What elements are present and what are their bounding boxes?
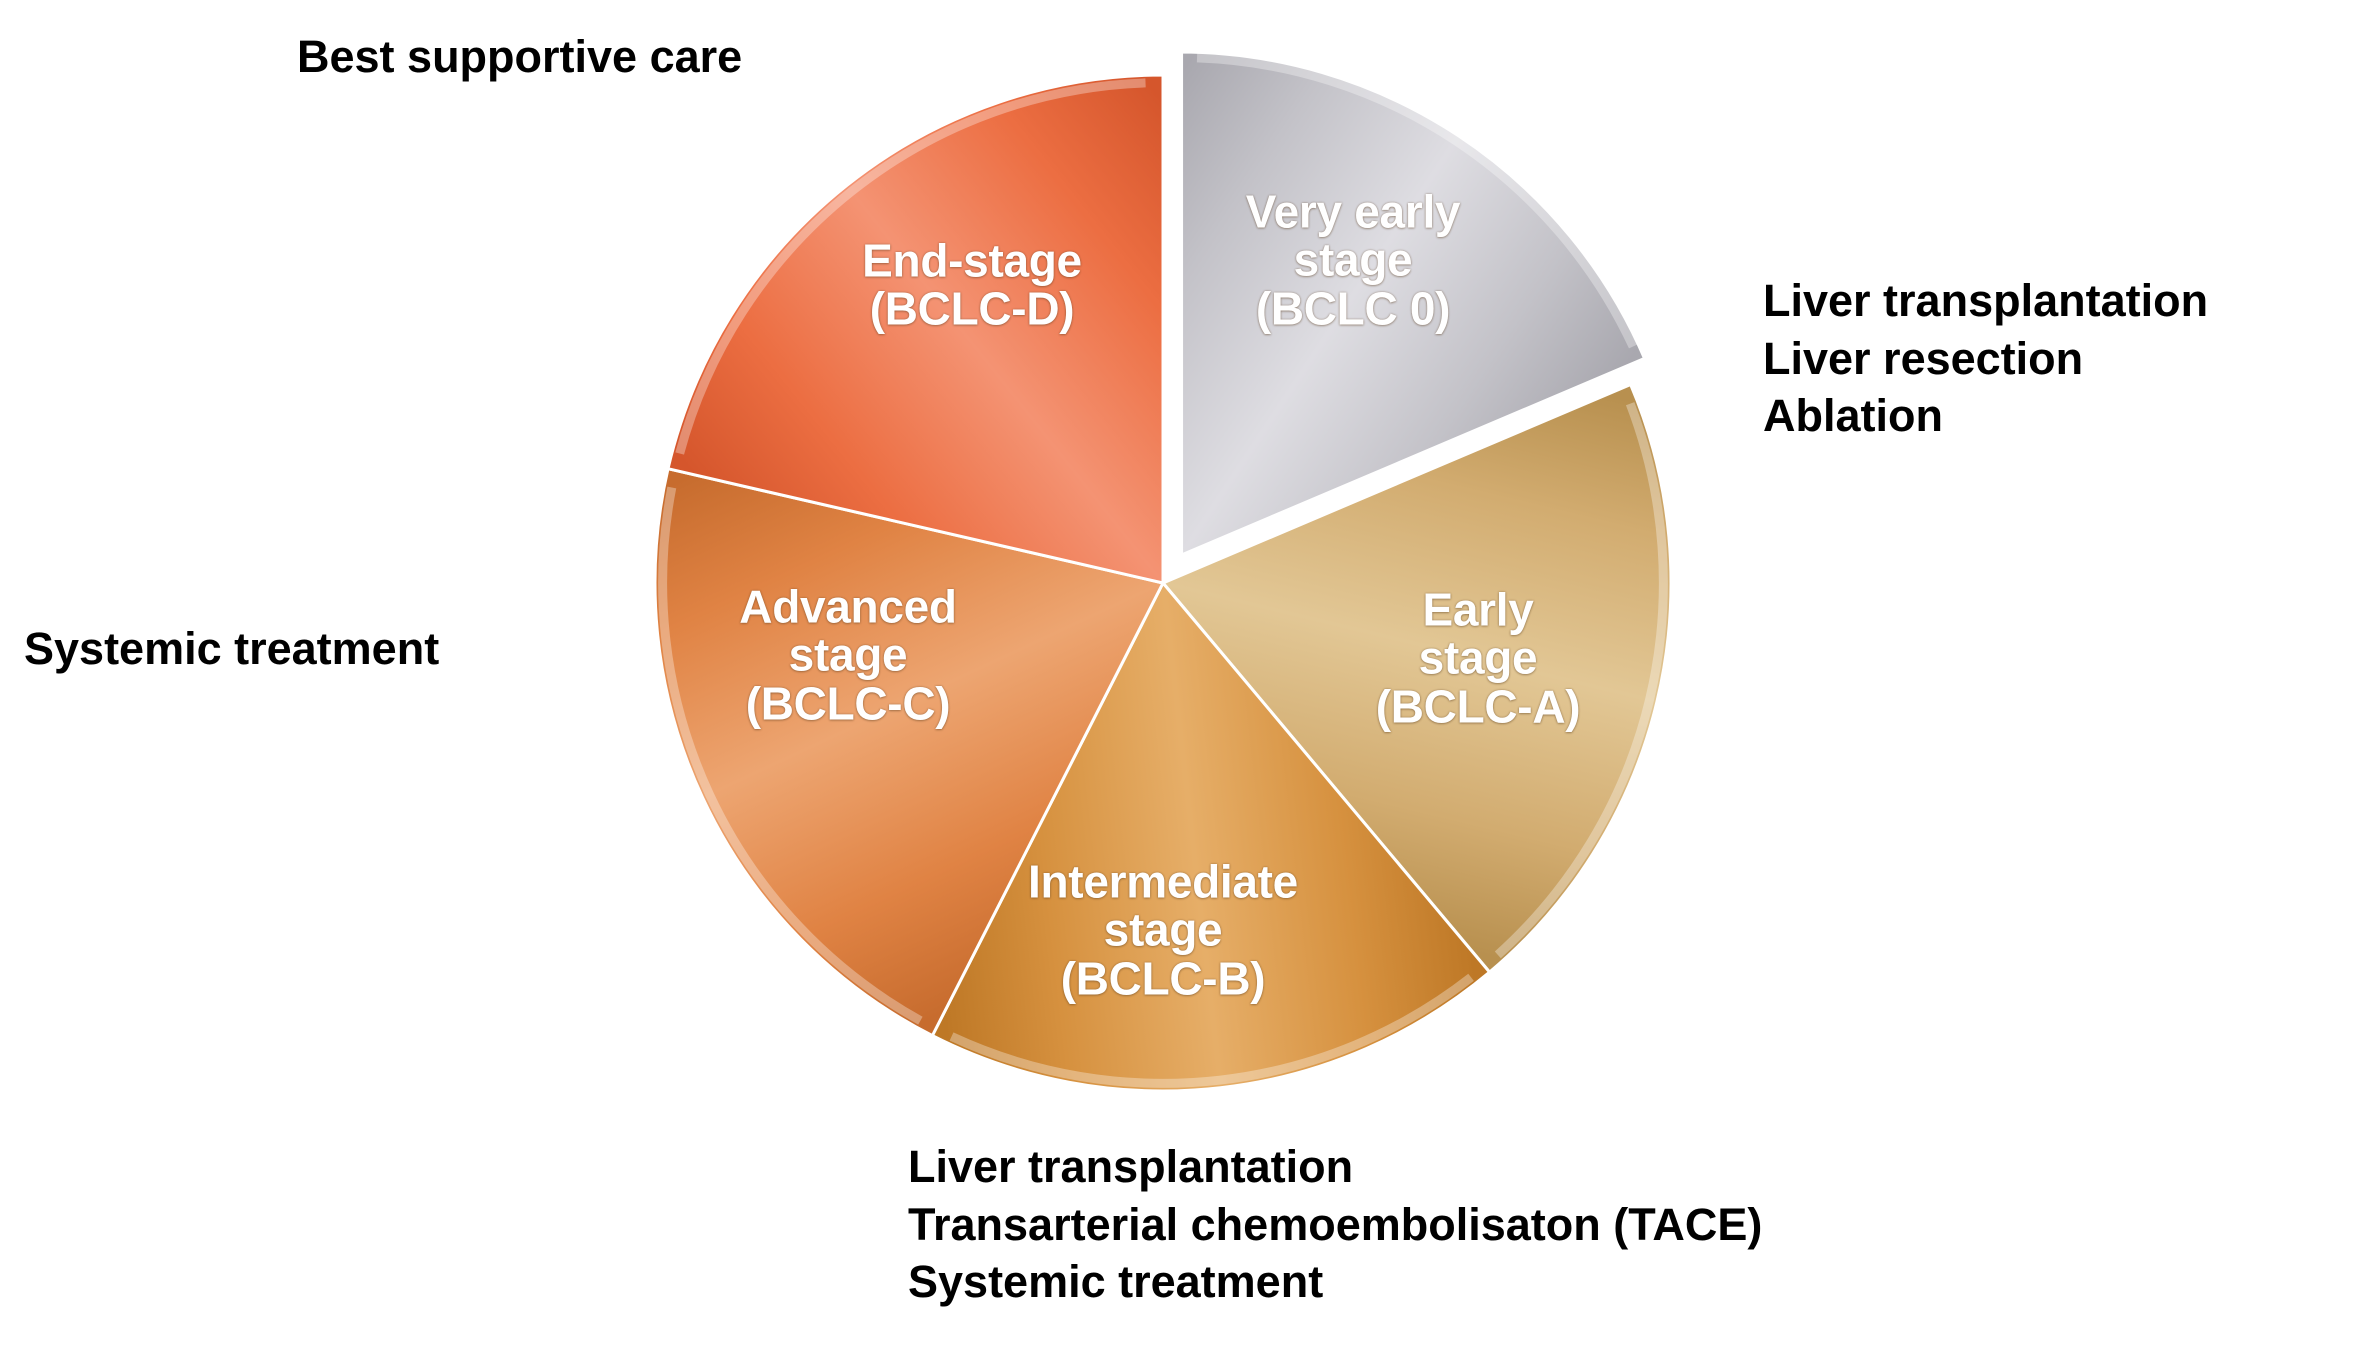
slice-label-bclc-c: Advanced stage (BCLC-C) — [739, 580, 957, 730]
callout-intermediate-treatments: Liver transplantation Transarterial chem… — [908, 1141, 1763, 1308]
slice-label-bclc-d: End-stage (BCLC-D) — [862, 234, 1082, 335]
slice-label-bclc-0: Very early stage (BCLC 0) — [1245, 185, 1461, 335]
pie-slice-highlight-bclc-c — [658, 486, 923, 1025]
slice-label-bclc-b: Intermediate stage (BCLC-B) — [1028, 855, 1298, 1005]
callout-early-stage-treatments: Liver transplantation Liver resection Ab… — [1763, 275, 2209, 442]
callout-best-supportive-care: Best supportive care — [297, 31, 743, 82]
slice-label-bclc-a: Early stage (BCLC-A) — [1375, 583, 1581, 733]
callout-systemic-treatment: Systemic treatment — [24, 623, 440, 674]
